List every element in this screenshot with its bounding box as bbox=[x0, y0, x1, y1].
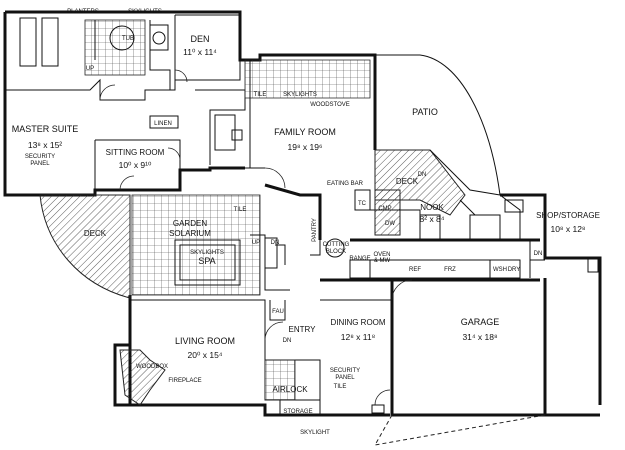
family-room bbox=[244, 59, 371, 256]
security-panel-entry-line1: SECURITY bbox=[330, 368, 360, 374]
shop-storage-room bbox=[529, 240, 599, 278]
patio-label: PATIO bbox=[412, 107, 438, 117]
skylights-family-label: SKYLIGHTS bbox=[283, 92, 317, 98]
garage-dimensions: 31⁴ x 18⁸ bbox=[462, 332, 498, 342]
tile-mid-label: TILE bbox=[234, 207, 247, 213]
dining-room-label: DINING ROOM bbox=[330, 318, 385, 327]
sitting-room-dimensions: 10⁰ x 9¹⁰ bbox=[119, 160, 152, 170]
cutting-block-line2: BLOCK bbox=[326, 249, 346, 255]
den-label: DEN bbox=[190, 34, 209, 44]
cmp-label: CMP bbox=[378, 206, 391, 212]
nook-label: NOOK bbox=[420, 203, 444, 212]
fau-label: FAU bbox=[272, 309, 284, 315]
deck-right-label: DECK bbox=[396, 177, 419, 186]
sitting-room-label: SITTING ROOM bbox=[106, 148, 165, 157]
dn-deck-label: DN bbox=[418, 172, 427, 178]
security-panel-master-line2: PANEL bbox=[30, 161, 50, 167]
frz-label: FRZ bbox=[444, 267, 456, 273]
dw-label: DW bbox=[385, 221, 395, 227]
woodbox-label: WOODBOX bbox=[136, 364, 168, 370]
wsh-label: WSH bbox=[493, 267, 507, 273]
garden-label: GARDEN bbox=[173, 219, 207, 228]
garden-solarium bbox=[131, 194, 290, 296]
airlock-label: AIRLOCK bbox=[272, 385, 308, 394]
linen-label: LINEN bbox=[154, 121, 172, 127]
master-suite-walls bbox=[4, 110, 181, 195]
dn-entry-label: DN bbox=[283, 338, 292, 344]
skylights-top-label: SKYLIGHTS bbox=[128, 9, 162, 15]
patio-area bbox=[375, 54, 501, 196]
entry-dining bbox=[264, 299, 392, 416]
dining-room-dimensions: 12⁸ x 11⁸ bbox=[341, 332, 376, 342]
oven-mw-line1: OVEN bbox=[373, 252, 390, 258]
dry-label: DRY bbox=[508, 267, 521, 273]
tile-top-label: TILE bbox=[254, 92, 267, 98]
master-suite-label: MASTER SUITE bbox=[12, 124, 79, 134]
spa-label: SPA bbox=[198, 256, 215, 266]
den-room bbox=[174, 14, 246, 165]
den-dimensions: 11⁰ x 11⁴ bbox=[183, 47, 217, 57]
living-room-dimensions: 20⁰ x 15⁴ bbox=[188, 350, 223, 360]
shop-storage-dimensions: 10⁸ x 12⁸ bbox=[550, 224, 585, 234]
pantry-label: PANTRY bbox=[312, 218, 318, 242]
nook-dimensions: 8² x 8⁴ bbox=[420, 214, 445, 224]
dn-mid-label: DN bbox=[271, 240, 280, 246]
planters-label: PLANTERS bbox=[67, 9, 99, 15]
tub-label: TUB bbox=[122, 36, 134, 42]
skylights-spa-label: SKYLIGHTS bbox=[190, 250, 224, 256]
range-label: RANGE bbox=[349, 256, 370, 262]
oven-mw-line2: & MW bbox=[374, 258, 391, 264]
dn-shop-label: DN bbox=[534, 251, 543, 257]
family-room-label: FAMILY ROOM bbox=[274, 127, 336, 137]
family-room-dimensions: 19⁸ x 19⁶ bbox=[288, 142, 323, 152]
security-panel-entry-line2: PANEL bbox=[335, 375, 355, 381]
fireplace-label: FIREPLACE bbox=[168, 378, 201, 384]
deck-left-label: DECK bbox=[84, 229, 107, 238]
labels: PLANTERS SKYLIGHTS TUB UP DEN 11⁰ x 11⁴ … bbox=[12, 9, 600, 436]
security-panel-master-line1: SECURITY bbox=[25, 154, 55, 160]
master-suite-dimensions: 13⁸ x 15² bbox=[28, 140, 62, 150]
ref-label: REF bbox=[409, 267, 421, 273]
up-mid-label: UP bbox=[252, 240, 260, 246]
entry-label: ENTRY bbox=[289, 325, 317, 334]
garage-room bbox=[374, 279, 546, 446]
cutting-block-line1: CUTTING bbox=[323, 242, 350, 248]
tile-entry-label: TILE bbox=[334, 384, 347, 390]
storage-label: STORAGE bbox=[283, 409, 312, 415]
skylight-bottom-label: SKYLIGHT bbox=[300, 430, 330, 436]
living-room-label: LIVING ROOM bbox=[175, 336, 235, 346]
eating-bar-label: EATING BAR bbox=[327, 181, 364, 187]
up-top-label: UP bbox=[86, 66, 94, 72]
woodstove-label: WOODSTOVE bbox=[310, 102, 350, 108]
garage-label: GARAGE bbox=[461, 317, 500, 327]
shop-storage-label: SHOP/STORAGE bbox=[536, 211, 600, 220]
tc-label: TC bbox=[358, 201, 367, 207]
kitchen bbox=[325, 189, 524, 279]
master-bath bbox=[5, 15, 176, 101]
left-deck bbox=[39, 194, 131, 299]
solarium-label: SOLARIUM bbox=[169, 229, 211, 238]
